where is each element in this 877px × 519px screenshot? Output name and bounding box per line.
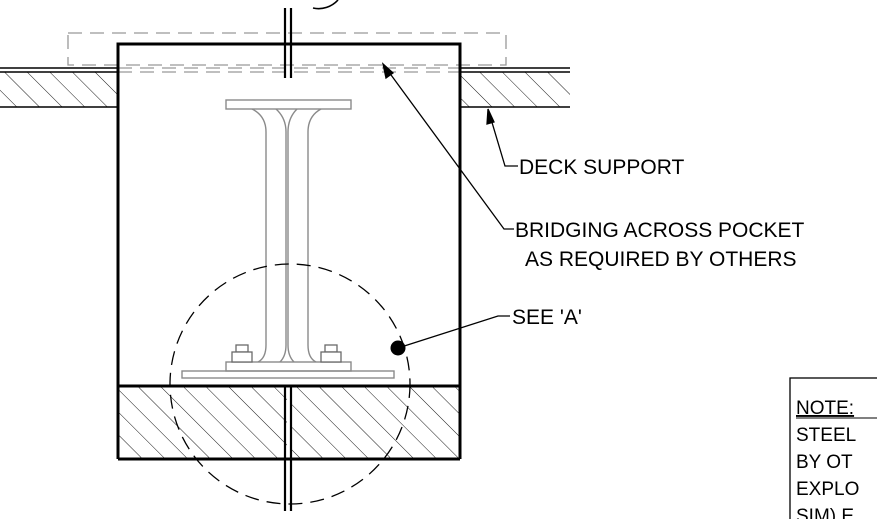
deck-support-leader (486, 108, 518, 167)
section-marker-arc (312, 0, 339, 10)
note-line-3: EXPLO (796, 479, 859, 500)
left-deck-slab (0, 67, 118, 108)
bridging-label-line1: BRIDGING ACROSS POCKET (515, 219, 805, 242)
anchor-bolt-left (231, 344, 253, 363)
anchor-bolt-right (320, 344, 342, 363)
bridging-leader (381, 62, 514, 230)
note-title: NOTE: (796, 398, 854, 419)
see-a-label: SEE 'A' (512, 306, 582, 329)
centerline-break (283, 8, 293, 511)
pocket-box (116, 42, 462, 388)
right-deck-slab (460, 67, 570, 108)
note-box: NOTE: STEEL BY OT EXPLO SIM) E (789, 377, 877, 519)
detail-a-circle (169, 263, 411, 505)
bridging-plate-dashed (67, 32, 507, 73)
note-line-4: SIM) E (796, 506, 854, 519)
note-line-2: BY OT (796, 452, 853, 473)
see-a-leader (390, 315, 510, 356)
steel-i-beam (181, 99, 395, 379)
deck-support-label: DECK SUPPORT (519, 156, 684, 179)
bridging-label-line2: AS REQUIRED BY OTHERS (525, 248, 797, 271)
concrete-base (116, 384, 462, 461)
note-line-1: STEEL (796, 425, 856, 446)
